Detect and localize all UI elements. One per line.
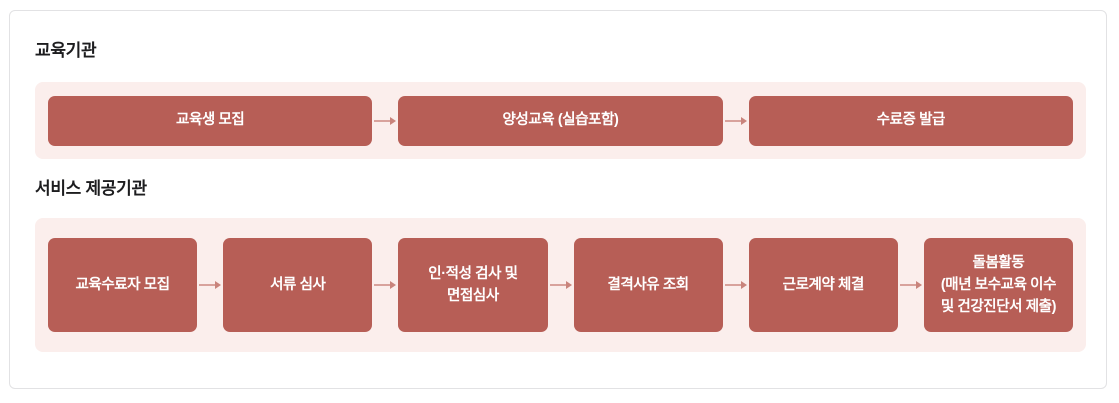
arrow-shaft xyxy=(724,119,742,122)
arrow-right-icon xyxy=(723,115,749,127)
arrow-right-icon xyxy=(898,279,924,291)
arrow-shaft xyxy=(374,284,392,286)
section-heading-service-provider: 서비스 제공기관 xyxy=(35,179,147,198)
arrow-right-icon xyxy=(197,279,223,291)
arrow-shaft xyxy=(899,284,917,286)
flow-band-service-provider: 교육수료자 모집 서류 심사 인·적성 검사 및 면접심사 xyxy=(35,218,1086,352)
flow-band-education-institution: 교육생 모집 양성교육 (실습포함) 수료증 발급 xyxy=(35,82,1086,159)
step-box[interactable]: 근로계약 체결 xyxy=(748,238,898,332)
arrow-head xyxy=(390,281,397,289)
section-heading-education-institution: 교육기관 xyxy=(35,41,97,60)
arrow-head xyxy=(740,281,747,289)
arrow-right-icon xyxy=(723,279,749,291)
arrow-shaft xyxy=(724,284,742,286)
step-label: (매년 보수교육 이수 xyxy=(940,277,1057,293)
step-label: 근로계약 체결 xyxy=(782,277,865,293)
step-label: 수료증 발급 xyxy=(876,112,946,128)
step-label: 돌봄활동 xyxy=(972,255,1025,271)
arrow-head xyxy=(915,281,922,289)
arrow-head xyxy=(740,116,747,125)
step-box[interactable]: 결격사유 조회 xyxy=(573,238,723,332)
step-box[interactable]: 수료증 발급 xyxy=(748,95,1073,146)
step-box[interactable]: 돌봄활동 (매년 보수교육 이수 및 건강진단서 제출) xyxy=(923,238,1074,332)
step-label: 교육생 모집 xyxy=(176,112,245,128)
step-label: 및 건강진단서 제출) xyxy=(940,299,1057,315)
arrow-shaft xyxy=(549,284,567,286)
diagram-frame: 교육기관 교육생 모집 양성교육 (실습포함) 수료증 발급 서비스 제공기관 … xyxy=(9,10,1107,389)
step-label: 서류 심사 xyxy=(270,277,326,293)
step-box[interactable]: 인·적성 검사 및 면접심사 xyxy=(398,238,548,332)
arrow-right-icon xyxy=(548,279,574,291)
arrow-shaft xyxy=(199,284,217,286)
step-label: 인·적성 검사 및 xyxy=(428,266,518,282)
step-box[interactable]: 서류 심사 xyxy=(223,238,373,332)
step-label: 면접심사 xyxy=(447,288,499,304)
step-box[interactable]: 양성교육 (실습포함) xyxy=(398,95,723,146)
step-label: 양성교육 (실습포함) xyxy=(502,112,619,128)
arrow-head xyxy=(215,281,222,289)
arrow-head xyxy=(390,116,397,125)
step-box[interactable]: 교육생 모집 xyxy=(48,95,373,146)
arrow-shaft xyxy=(374,119,392,122)
arrow-right-icon xyxy=(372,115,398,127)
step-label: 교육수료자 모집 xyxy=(75,277,170,293)
step-label: 결격사유 조회 xyxy=(607,277,689,293)
step-box[interactable]: 교육수료자 모집 xyxy=(48,238,198,332)
arrow-right-icon xyxy=(372,279,398,291)
arrow-head xyxy=(565,281,572,289)
